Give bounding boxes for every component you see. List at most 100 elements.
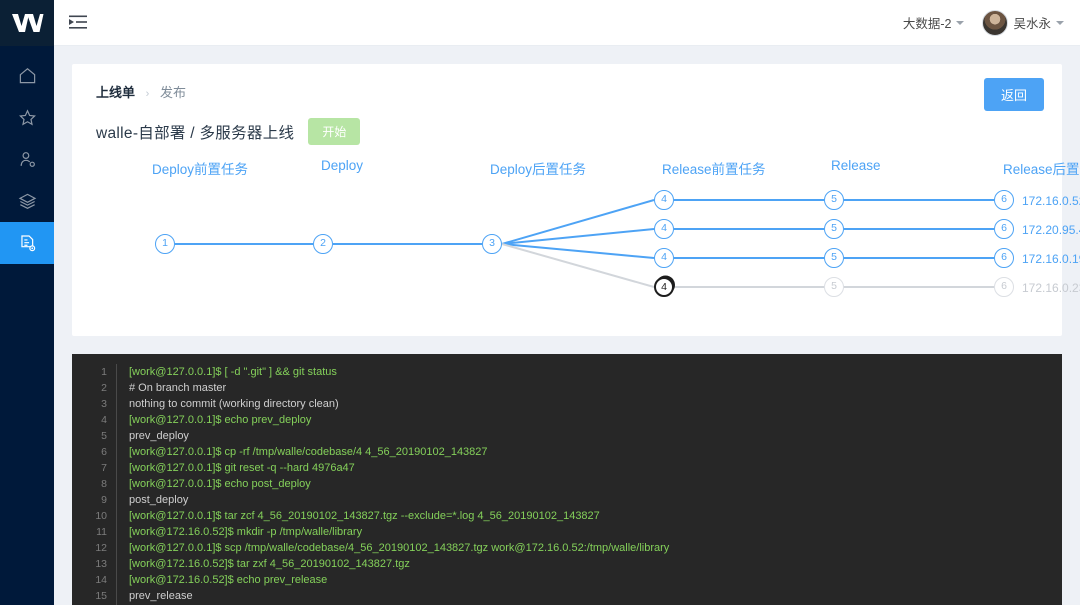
terminal-gutter-divider: [116, 396, 117, 412]
terminal-line-text: [work@127.0.0.1]$ echo post_deploy: [129, 478, 311, 490]
terminal-line: 12[work@127.0.0.1]$ scp /tmp/walle/codeb…: [72, 540, 1062, 556]
terminal-line-text: [work@127.0.0.1]$ [ -d ".git" ] && git s…: [129, 366, 337, 378]
pipeline-node[interactable]: 3: [482, 234, 502, 254]
terminal-line: 8 [work@127.0.0.1]$ echo post_deploy: [72, 476, 1062, 492]
terminal-line: 4 [work@127.0.0.1]$ echo prev_deploy: [72, 412, 1062, 428]
user-settings-icon: [18, 150, 37, 169]
pipeline-node[interactable]: 6: [994, 248, 1014, 268]
terminal-gutter-divider: [116, 572, 117, 588]
terminal-gutter-divider: [116, 492, 117, 508]
terminal-gutter-divider: [116, 364, 117, 380]
terminal-line-number: 14: [95, 574, 107, 586]
terminal-line-text: [work@127.0.0.1]$ cp -rf /tmp/walle/code…: [129, 446, 488, 458]
chevron-down-icon: [1056, 20, 1064, 25]
pipeline-node[interactable]: 4: [654, 277, 674, 297]
top-header-bar: 大数据-2 吴水永: [54, 0, 1080, 46]
terminal-line: 11[work@172.16.0.52]$ mkdir -p /tmp/wall…: [72, 524, 1062, 540]
org-switcher[interactable]: 大数据-2: [903, 13, 965, 32]
user-menu[interactable]: 吴水永: [982, 9, 1064, 36]
terminal-line-number: 15: [95, 590, 107, 602]
walle-logo[interactable]: [0, 0, 54, 46]
terminal-gutter-divider: [116, 556, 117, 572]
terminal-line-number: 7: [101, 462, 107, 474]
pipeline-edge: [501, 243, 655, 288]
server-ip-label: 172.16.0.52: [1022, 194, 1080, 208]
org-name: 大数据-2: [902, 17, 952, 31]
sidebar-item-users[interactable]: [0, 138, 54, 180]
terminal-gutter-divider: [116, 540, 117, 556]
pipeline-column-header: Release后置任务: [1003, 162, 1080, 177]
terminal-gutter-divider: [116, 460, 117, 476]
sidebar-item-projects[interactable]: [0, 180, 54, 222]
layers-icon: [18, 192, 37, 211]
pipeline-node[interactable]: 6: [994, 277, 1014, 297]
breadcrumb-item-next[interactable]: 发布: [159, 85, 186, 100]
terminal-line-number: 13: [95, 558, 107, 570]
pipeline-node[interactable]: 5: [824, 219, 844, 239]
pipeline-node[interactable]: 4: [654, 248, 674, 268]
terminal-line-number: 4: [101, 414, 107, 426]
pipeline-edge: [501, 228, 655, 245]
pipeline-node[interactable]: 5: [824, 248, 844, 268]
terminal-gutter-divider: [116, 588, 117, 604]
terminal-line: 6 [work@127.0.0.1]$ cp -rf /tmp/walle/cod…: [72, 444, 1062, 460]
terminal-line: 3 nothing to commit (working directory cl…: [72, 396, 1062, 412]
pipeline-node[interactable]: 2: [313, 234, 333, 254]
terminal-line-number: 9: [101, 494, 107, 506]
breadcrumb-item-current[interactable]: 上线单: [96, 85, 136, 100]
menu-fold-icon[interactable]: [64, 9, 92, 37]
terminal-line-number: 8: [101, 478, 107, 490]
terminal-line-text: [work@172.16.0.52]$ mkdir -p /tmp/walle/…: [129, 526, 363, 538]
terminal-line-number: 5: [101, 430, 107, 442]
terminal-line: 9 post_deploy: [72, 492, 1062, 508]
home-icon: [18, 66, 37, 85]
pipeline-node[interactable]: 5: [824, 277, 844, 297]
pipeline-node[interactable]: 5: [824, 190, 844, 210]
terminal-gutter-divider: [116, 428, 117, 444]
terminal-line-text: [work@127.0.0.1]$ echo prev_deploy: [129, 414, 312, 426]
terminal-gutter-divider: [116, 380, 117, 396]
terminal-gutter-divider: [116, 412, 117, 428]
pipeline-column-header: Deploy后置任务: [490, 162, 587, 177]
pipeline-node[interactable]: 4: [654, 219, 674, 239]
star-icon: [18, 108, 37, 127]
server-ip-label: 172.16.0.194: [1022, 252, 1080, 266]
sidebar-item-home[interactable]: [0, 54, 54, 96]
terminal-line-number: 6: [101, 446, 107, 458]
terminal-line: 13[work@172.16.0.52]$ tar zxf 4_56_20190…: [72, 556, 1062, 572]
pipeline-node[interactable]: 6: [994, 219, 1014, 239]
terminal-line-text: nothing to commit (working directory cle…: [129, 398, 339, 410]
server-ip-label: 172.16.0.231: [1022, 281, 1080, 295]
terminal-line: 7 [work@127.0.0.1]$ git reset -q --hard 4…: [72, 460, 1062, 476]
pipeline-edge: [501, 199, 655, 245]
pipeline-node[interactable]: 6: [994, 190, 1014, 210]
status-badge[interactable]: 开始: [308, 118, 361, 145]
terminal-line: 1[work@127.0.0.1]$ [ -d ".git" ] && git …: [72, 364, 1062, 380]
terminal-line-text: post_deploy: [129, 494, 189, 506]
terminal-line-text: prev_deploy: [129, 430, 189, 442]
terminal-log-panel[interactable]: 1[work@127.0.0.1]$ [ -d ".git" ] && git …: [72, 354, 1062, 605]
back-button[interactable]: 返回: [983, 78, 1044, 111]
pipeline-node[interactable]: 1: [155, 234, 175, 254]
pipeline-node[interactable]: 4: [654, 190, 674, 210]
terminal-gutter-divider: [116, 508, 117, 524]
pipeline-column-header: Release前置任务: [662, 162, 766, 177]
chevron-down-icon: [956, 20, 965, 25]
terminal-line-text: [work@127.0.0.1]$ git reset -q --hard 49…: [129, 462, 355, 474]
pipeline-edge: [501, 243, 655, 259]
terminal-gutter-divider: [116, 524, 117, 540]
server-ip-label: 172.20.95.43: [1022, 223, 1080, 237]
user-name: 吴水永: [1013, 17, 1051, 31]
terminal-line-text: # On branch master: [129, 382, 227, 394]
terminal-line-number: 3: [101, 398, 107, 410]
pipeline-column-header: Deploy前置任务: [152, 162, 249, 177]
sidebar-item-tasks[interactable]: [0, 222, 54, 264]
terminal-line: 14[work@172.16.0.52]$ echo prev_release: [72, 572, 1062, 588]
terminal-gutter-divider: [116, 444, 117, 460]
terminal-line-text: [work@127.0.0.1]$ tar zcf 4_56_20190102_…: [129, 510, 600, 522]
sidebar-item-favorites[interactable]: [0, 96, 54, 138]
